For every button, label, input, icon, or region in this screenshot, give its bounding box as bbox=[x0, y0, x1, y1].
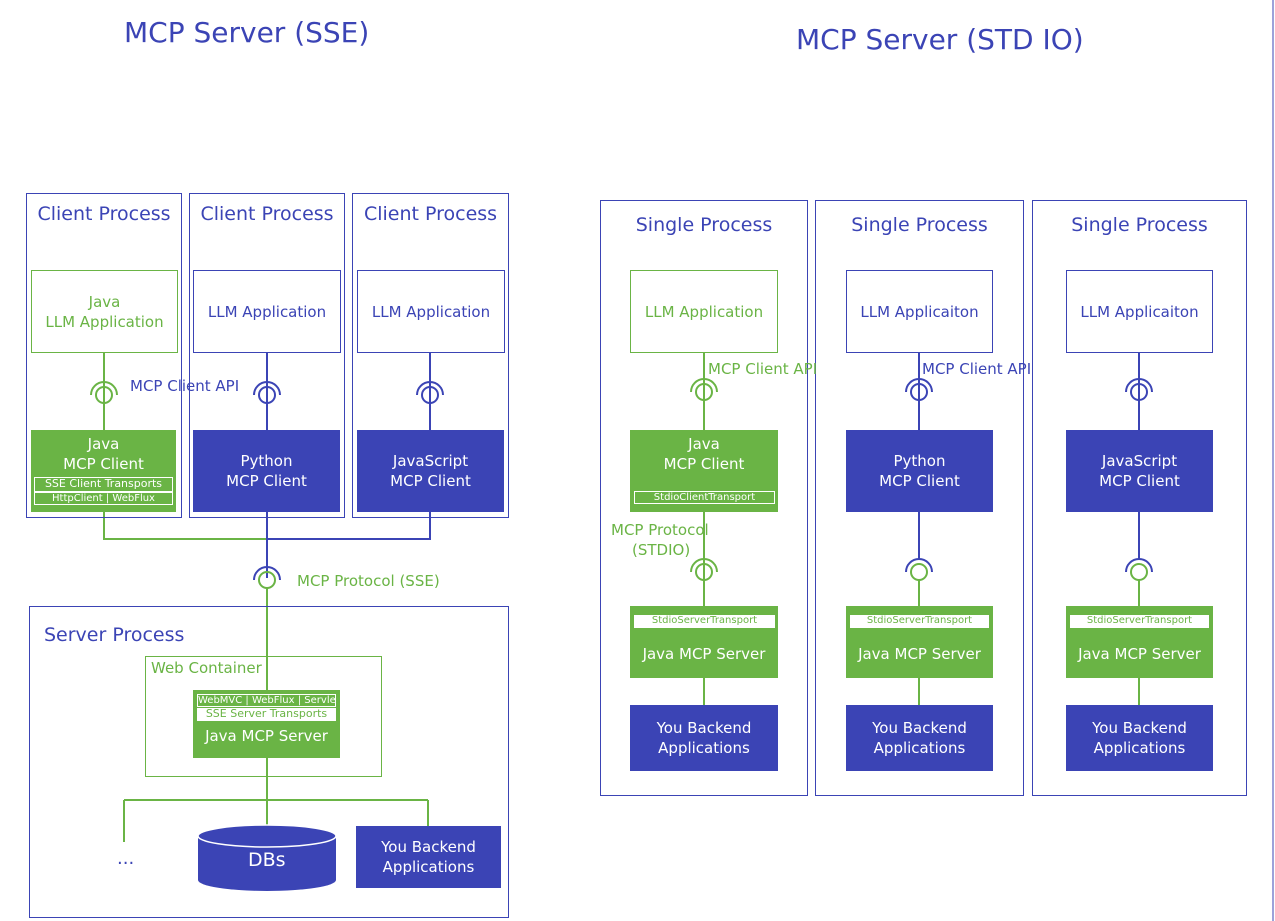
client-process-label: Client Process bbox=[37, 203, 171, 225]
mcp-protocol-stdio-label: (STDIO) bbox=[632, 541, 691, 559]
java-mcp-server-box: Java MCP Server bbox=[193, 690, 340, 758]
mcp-protocol-stdio-label: MCP Protocol bbox=[611, 521, 709, 539]
backend-applications-box: You Backend Applications bbox=[1066, 705, 1213, 771]
client-process-label: Client Process bbox=[363, 203, 498, 225]
llm-application-box: LLM Application bbox=[357, 270, 505, 353]
backend-applications-box: You Backend Applications bbox=[356, 826, 501, 888]
mcp-client-api-label: MCP Client API bbox=[708, 360, 818, 378]
server-process-label: Server Process bbox=[44, 624, 185, 646]
backend-applications-box: You Backend Applications bbox=[630, 705, 778, 771]
java-llm-application-box: Java LLM Application bbox=[31, 270, 178, 353]
client-process-python: Client Process bbox=[189, 193, 345, 518]
stdio-client-transport-chip: StdioClientTransport bbox=[634, 491, 775, 504]
single-process-python: Single Process bbox=[815, 200, 1024, 796]
server-frameworks-chip: WebMVC | WebFlux | Servlet bbox=[197, 694, 336, 707]
javascript-mcp-client-box: JavaScript MCP Client bbox=[357, 430, 504, 512]
mcp-client-api-label: MCP Client API bbox=[130, 377, 240, 395]
dbs-label: DBs bbox=[248, 849, 286, 871]
single-process-label: Single Process bbox=[635, 214, 773, 236]
llm-application-box: LLM Applicaiton bbox=[1066, 270, 1213, 353]
client-process-java: Client Process bbox=[26, 193, 182, 518]
client-process-js: Client Process bbox=[352, 193, 509, 518]
sse-title: MCP Server (SSE) bbox=[124, 16, 370, 49]
web-container-frame: Web Container bbox=[145, 656, 382, 777]
stdio-title: MCP Server (STD IO) bbox=[796, 23, 1084, 56]
mcp-client-api-label: MCP Client API bbox=[922, 360, 1032, 378]
backend-applications-box: You Backend Applications bbox=[846, 705, 993, 771]
dbs-cylinder bbox=[197, 824, 337, 891]
llm-application-box: LLM Application bbox=[193, 270, 341, 353]
web-container-label: Web Container bbox=[151, 659, 262, 677]
mcp-protocol-sse-label: MCP Protocol (SSE) bbox=[297, 572, 440, 590]
more-backends-ellipsis: ... bbox=[117, 848, 135, 869]
single-process-js: Single Process bbox=[1032, 200, 1247, 796]
stdio-server-transport-chip: StdioServerTransport bbox=[1070, 615, 1209, 628]
stdio-server-transport-chip: StdioServerTransport bbox=[634, 615, 775, 628]
sse-client-transports-chip: SSE Client Transports bbox=[34, 477, 173, 492]
java-mcp-client-box: Java MCP Client bbox=[630, 430, 778, 512]
client-process-label: Client Process bbox=[200, 203, 334, 225]
single-process-label: Single Process bbox=[851, 214, 988, 236]
python-mcp-client-box: Python MCP Client bbox=[193, 430, 340, 512]
stdio-server-transport-chip: StdioServerTransport bbox=[850, 615, 989, 628]
java-mcp-client-box: Java MCP Client bbox=[31, 430, 176, 512]
llm-application-box: LLM Application bbox=[630, 270, 778, 353]
server-process-frame bbox=[29, 606, 509, 918]
python-mcp-client-box: Python MCP Client bbox=[846, 430, 993, 512]
javascript-mcp-client-box: JavaScript MCP Client bbox=[1066, 430, 1213, 512]
httpclient-webflux-chip: HttpClient | WebFlux bbox=[34, 492, 173, 505]
llm-application-box: LLM Applicaiton bbox=[846, 270, 993, 353]
single-process-java: Single Process bbox=[600, 200, 808, 796]
single-process-label: Single Process bbox=[1071, 214, 1208, 236]
sse-server-transports-chip: SSE Server Transports bbox=[197, 708, 336, 721]
